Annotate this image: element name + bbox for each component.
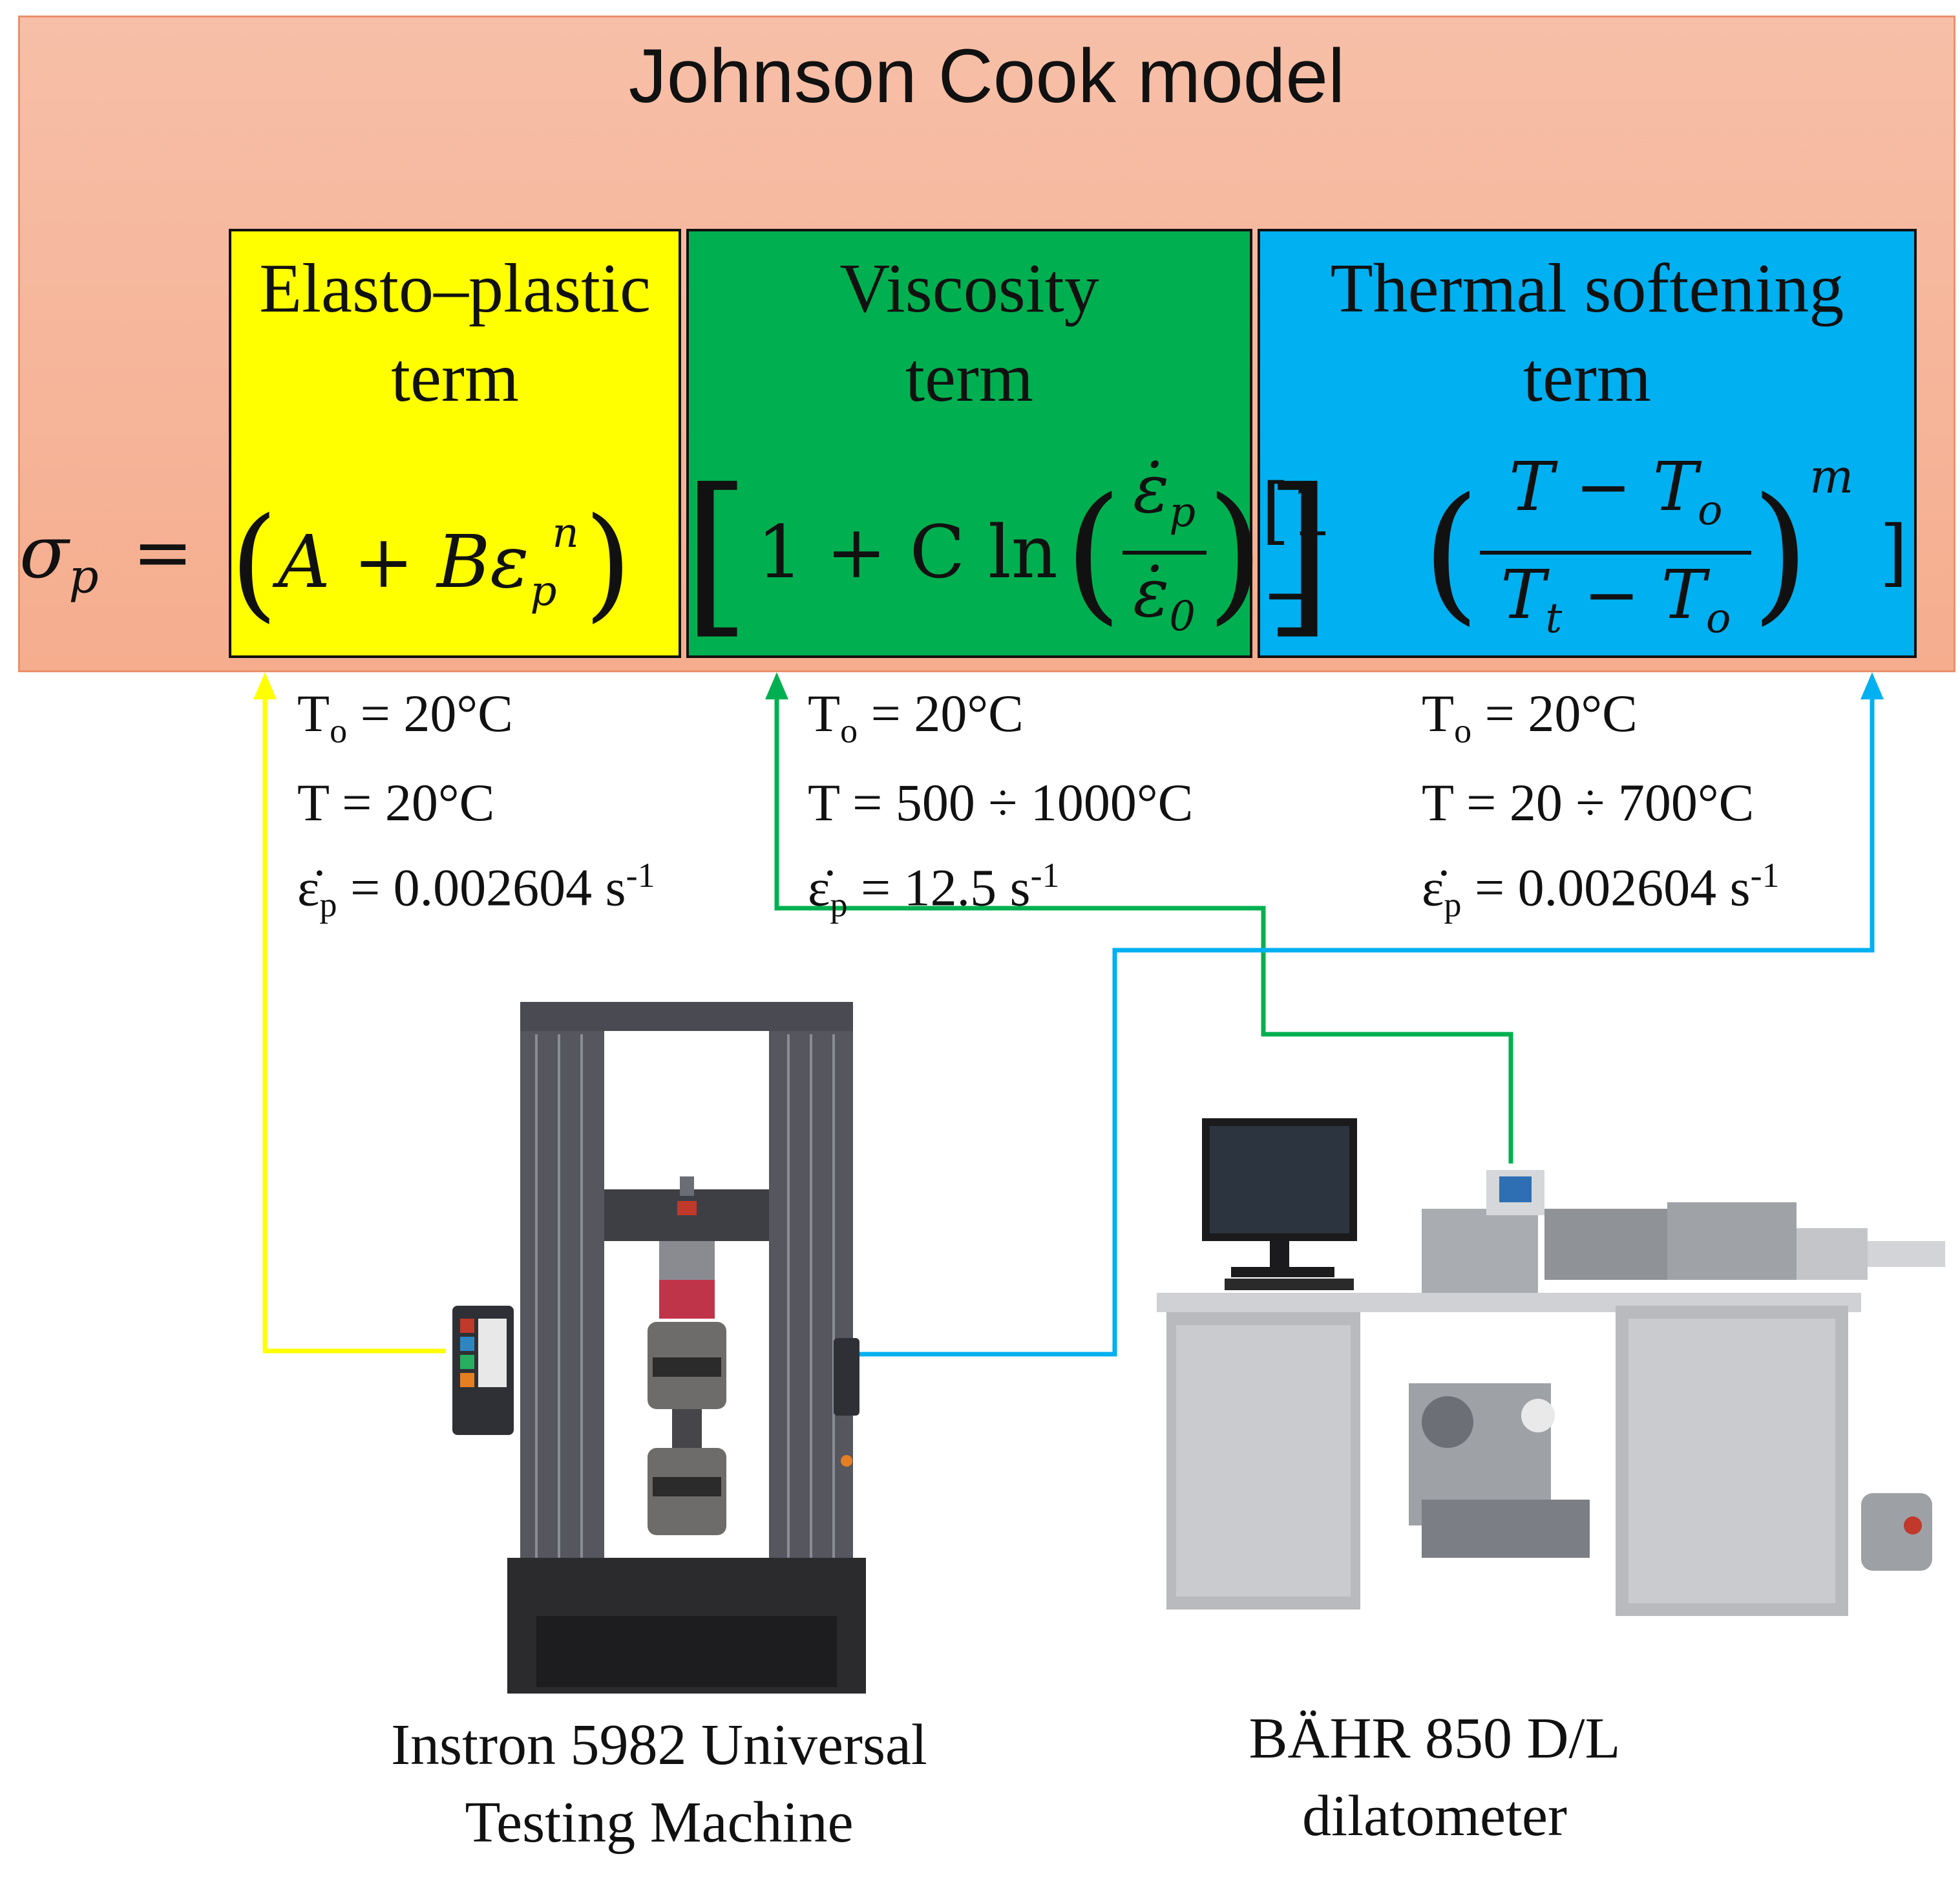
vs-body: 1 + C ln — [757, 511, 1058, 595]
vs-den-symbol: ε̇ — [1133, 553, 1170, 632]
vs-rate-value: = 12.5 s — [847, 858, 1031, 917]
vs-den-subscript: 0 — [1169, 592, 1196, 641]
vs-to-symbol: T — [808, 684, 841, 743]
green-connector — [774, 688, 1513, 1164]
th-rate-value: = 0.002604 s — [1461, 858, 1751, 917]
vs-strain-rate: ε̇p = 12.5 s-1 — [808, 839, 1193, 941]
th-den-b: − T — [1562, 555, 1706, 634]
vs-to-value: = 20°C — [858, 684, 1024, 743]
ep-exponent: n — [552, 509, 579, 557]
ep-open-paren: ( — [230, 491, 279, 634]
th-open-paren: ( — [1422, 466, 1481, 639]
ep-rate-exponent: -1 — [626, 856, 655, 895]
th-num-subscript: o — [1698, 487, 1723, 535]
viscosity-term-label: Viscosity term — [839, 250, 1099, 416]
vs-rate-exponent: -1 — [1030, 856, 1060, 895]
vs-to-subscript: o — [840, 711, 858, 750]
vs-fraction-bar — [1122, 551, 1207, 555]
blue-arrowhead — [1860, 672, 1884, 699]
th-den-a-subscript: t — [1545, 594, 1563, 643]
th-numerator: T − To — [1509, 447, 1723, 551]
viscosity-conditions: To = 20°C T = 500 ÷ 1000°C ε̇p = 12.5 s-… — [808, 677, 1193, 941]
th-rate-symbol: ε̇ — [1422, 858, 1444, 917]
vs-fraction: ε̇p ε̇0 — [1122, 451, 1207, 655]
ep-strain-rate: ε̇p = 0.002604 s-1 — [297, 839, 655, 941]
thermal-softening-term-label: Thermal softening term — [1330, 250, 1844, 416]
th-rate-subscript: p — [1444, 886, 1462, 925]
sigma-symbol: σ — [19, 511, 69, 595]
th-strain-rate: ε̇p = 0.002604 s-1 — [1422, 839, 1780, 941]
ep-to-subscript: o — [330, 711, 348, 750]
th-open: [1 − — [1261, 469, 1336, 637]
elasto-plastic-term-label: Elasto–plastic term — [259, 250, 651, 416]
thermal-conditions: To = 20°C T = 20 ÷ 700°C ε̇p = 0.002604 … — [1422, 677, 1780, 941]
thermal-expression: [1 − ( T − To Tt − To ) m ] — [1261, 447, 1908, 650]
green-arrowhead — [765, 672, 788, 699]
yellow-arrowhead — [253, 672, 277, 699]
vs-numerator: ε̇p — [1133, 451, 1196, 551]
ep-rate-subscript: p — [319, 886, 337, 925]
ep-to-value: = 20°C — [347, 684, 513, 743]
dilatometer-caption: BÄHR 850 D/L dilatometer — [1249, 1706, 1621, 1848]
th-fraction: T − To Tt − To — [1480, 447, 1752, 659]
vs-rate-symbol: ε̇ — [808, 858, 830, 917]
vs-open-bracket: [ — [682, 451, 751, 655]
ep-rate-symbol: ε̇ — [297, 858, 320, 917]
sigma-subscript: p — [68, 549, 99, 604]
vs-num-subscript: p — [1169, 489, 1196, 537]
vs-close-bracket: ] — [1264, 451, 1333, 655]
elasto-plastic-term-box: Elasto–plastic term — [229, 229, 681, 658]
th-fraction-bar — [1480, 551, 1752, 555]
ep-test-temperature: T = 20°C — [297, 773, 495, 833]
diagram-title: Johnson Cook model — [628, 34, 1345, 119]
viscosity-expression: [ 1 + C ln ( ε̇p ε̇0 ) ] — [682, 451, 1333, 654]
ep-body: A + Bε — [278, 520, 529, 604]
yellow-connector — [262, 688, 446, 1354]
th-close-paren: ) — [1751, 466, 1810, 639]
dilatometer-illustration — [1157, 1118, 1945, 1616]
th-test-temperature: T = 20 ÷ 700°C — [1422, 773, 1755, 833]
vs-reference-temperature: To = 20°C — [808, 677, 1193, 767]
vs-test-temperature: T = 500 ÷ 1000°C — [808, 773, 1194, 833]
ep-subscript: p — [530, 568, 557, 615]
th-to-subscript: o — [1454, 711, 1472, 750]
ep-to-symbol: T — [297, 684, 330, 743]
ep-scripts: n p — [530, 509, 579, 615]
th-rate-exponent: -1 — [1750, 856, 1780, 895]
th-reference-temperature: To = 20°C — [1422, 677, 1780, 767]
th-close: ] — [1879, 511, 1908, 595]
th-num-text: T − T — [1509, 447, 1698, 527]
instron-caption: Instron 5982 Universal Testing Machine — [391, 1713, 927, 1854]
th-den-b-subscript: o — [1705, 594, 1731, 643]
viscosity-term-box: Viscosity term — [686, 229, 1252, 658]
instron-machine-illustration — [452, 1002, 866, 1694]
vs-num-symbol: ε̇ — [1133, 449, 1170, 529]
thermal-softening-term-box: Thermal softening term — [1258, 229, 1917, 658]
vs-rate-subscript: p — [830, 886, 848, 925]
th-exponent: m — [1809, 449, 1854, 504]
th-to-symbol: T — [1422, 684, 1455, 743]
vs-close-paren: ) — [1206, 466, 1265, 639]
th-to-value: = 20°C — [1471, 684, 1638, 743]
equation-lhs: σp — [19, 511, 99, 603]
equation-equals: = — [132, 511, 193, 595]
vs-open-paren: ( — [1064, 466, 1122, 639]
ep-reference-temperature: To = 20°C — [297, 677, 655, 767]
elasto-plastic-expression: ( A + Bε n p ) — [230, 485, 632, 640]
ep-rate-value: = 0.002604 s — [337, 858, 626, 917]
blue-connector — [847, 688, 1875, 1357]
th-den-a: T — [1501, 555, 1546, 634]
th-denominator: Tt − To — [1501, 555, 1731, 659]
elasto-plastic-conditions: To = 20°C T = 20°C ε̇p = 0.002604 s-1 — [297, 677, 655, 941]
vs-denominator: ε̇0 — [1133, 555, 1196, 655]
ep-close-paren: ) — [584, 491, 632, 634]
